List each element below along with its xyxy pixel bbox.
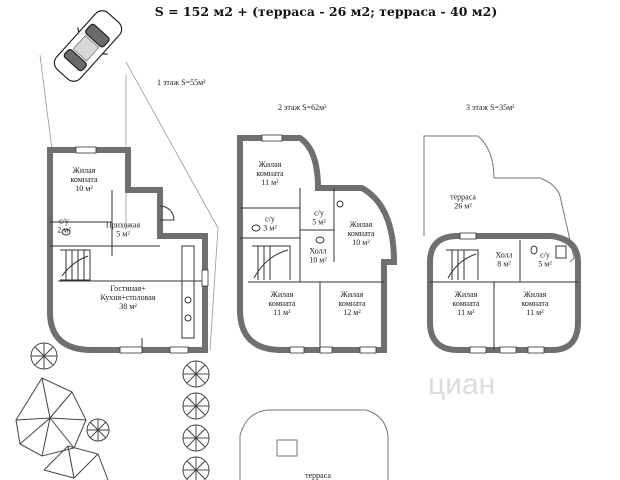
floor-3-label: 3 этаж S=35м²	[466, 103, 515, 112]
floor-1-walls	[47, 147, 208, 353]
shrub-icon	[182, 456, 210, 480]
plan-title: S = 152 м2 + (терраса - 26 м2; терраса -…	[155, 4, 498, 19]
shrub-icon	[182, 360, 210, 388]
tree-icon	[43, 445, 109, 480]
tree-icon	[15, 377, 87, 457]
terrace-3-outline	[423, 135, 575, 263]
floor-2-label: 2 этаж S=62м²	[278, 103, 327, 112]
shrub-icon	[30, 342, 58, 370]
floor-1-label: 1 этаж S=55м²	[157, 78, 206, 87]
watermark: циан	[428, 368, 495, 401]
driveway	[39, 54, 219, 351]
shrub-icon	[182, 424, 210, 452]
floor-3-walls	[427, 233, 581, 353]
shrub-icon	[182, 392, 210, 420]
car-icon	[53, 10, 123, 82]
floor-2-walls	[237, 135, 398, 353]
bottom-terrace: терраса	[239, 409, 389, 480]
bottom-terrace-label: терраса	[305, 471, 331, 480]
shrub-icon	[86, 418, 110, 442]
trees	[15, 342, 210, 480]
